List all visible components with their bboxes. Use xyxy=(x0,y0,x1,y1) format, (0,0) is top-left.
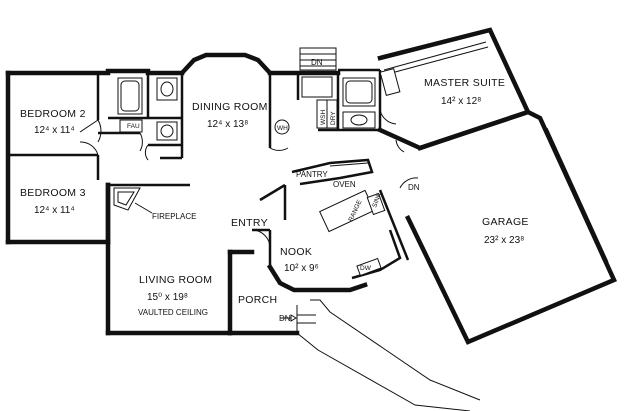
bedroom-3-dim: 12⁴ x 11⁴ xyxy=(34,205,75,216)
sink-label: SINK xyxy=(371,191,383,208)
pantry-label: PANTRY xyxy=(296,170,328,179)
washer-label: WSH xyxy=(320,110,327,125)
dishwasher-label: DW xyxy=(360,265,372,272)
fau-label: FAU xyxy=(127,123,140,130)
garage-stairs-dn-label: DN xyxy=(408,183,420,192)
water-heater-label: WH xyxy=(277,125,288,132)
garage-label: GARAGE xyxy=(482,216,529,228)
bedroom-2-label: BEDROOM 2 xyxy=(20,108,86,120)
nook-label: NOOK xyxy=(280,246,312,258)
living-room-dim: 15⁰ x 19⁸ xyxy=(147,292,188,303)
nook-dim: 10² x 9⁶ xyxy=(284,263,319,274)
fireplace-label: FIREPLACE xyxy=(152,212,196,221)
vaulted-ceiling-note: VAULTED CEILING xyxy=(138,308,208,317)
living-room-label: LIVING ROOM xyxy=(139,274,212,286)
entry-label: ENTRY xyxy=(231,217,268,229)
dining-room-dim: 12⁴ x 13⁸ xyxy=(207,119,248,130)
porch-steps xyxy=(280,299,481,411)
porch-label: PORCH xyxy=(238,294,277,306)
fireplace-icon xyxy=(113,187,153,214)
dryer-label: DRY xyxy=(330,111,337,125)
dining-room-label: DINING ROOM xyxy=(192,101,268,113)
doors xyxy=(79,109,419,249)
interior-walls xyxy=(8,68,410,267)
master-suite-walls xyxy=(377,27,532,151)
garage-walls xyxy=(404,109,618,345)
bedroom-3-label: BEDROOM 3 xyxy=(20,187,86,199)
kitchen xyxy=(291,158,402,280)
bedroom-2-dim: 12⁴ x 11⁴ xyxy=(34,125,75,136)
oven-label: OVEN xyxy=(333,180,356,189)
utility-stairs xyxy=(299,47,337,71)
master-suite-label: MASTER SUITE xyxy=(424,77,505,89)
porch-stairs-dn-label: DN xyxy=(279,314,291,323)
utility-stairs-dn-label: DN xyxy=(311,58,323,67)
master-suite-dim: 14² x 12⁸ xyxy=(441,96,481,107)
bath-fixtures xyxy=(117,76,376,141)
exterior-walls xyxy=(5,52,368,336)
garage-dim: 23² x 23⁸ xyxy=(484,235,524,246)
